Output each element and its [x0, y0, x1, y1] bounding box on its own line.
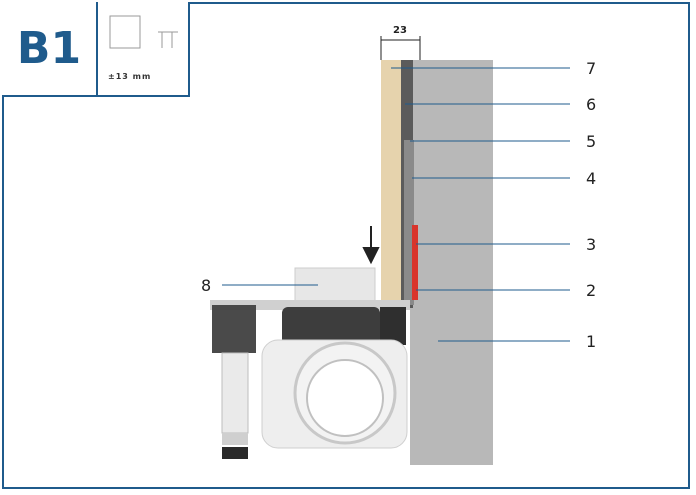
- motor-block: [212, 305, 256, 353]
- section-badge: B1: [2, 2, 98, 97]
- callout-1: 1: [586, 332, 597, 351]
- drive-head: [282, 307, 380, 345]
- dimension-marker: [380, 36, 421, 60]
- inner-rail: [404, 140, 414, 305]
- leader-lines: [222, 67, 570, 342]
- drive-cap: [380, 307, 406, 345]
- motor-ring: [222, 433, 248, 445]
- callout-3: 3: [586, 235, 597, 254]
- mounting-rail: [210, 300, 410, 310]
- seal-strip: [412, 225, 418, 300]
- motor-shaft: [221, 352, 249, 434]
- block-part: [294, 267, 376, 307]
- badge-label: B1: [16, 23, 82, 74]
- tolerance-label: ±13 mm: [108, 72, 152, 81]
- spec-box: ±13 mm: [98, 2, 190, 97]
- wall-section: [410, 60, 493, 465]
- pulley-core: [306, 359, 384, 437]
- callout-8: 8: [201, 276, 212, 295]
- callout-5: 5: [586, 132, 597, 151]
- square-icon: [109, 15, 141, 49]
- callout-6: 6: [586, 95, 597, 114]
- motor-cap: [222, 447, 248, 459]
- spec-icons: [109, 15, 178, 49]
- callout-7: 7: [586, 59, 597, 78]
- dimension-label: 23: [393, 25, 407, 36]
- profile-icon: [158, 31, 178, 48]
- down-arrow-icon: [362, 226, 380, 265]
- callout-4: 4: [586, 169, 597, 188]
- callout-2: 2: [586, 281, 597, 300]
- wood-panel: [381, 60, 401, 300]
